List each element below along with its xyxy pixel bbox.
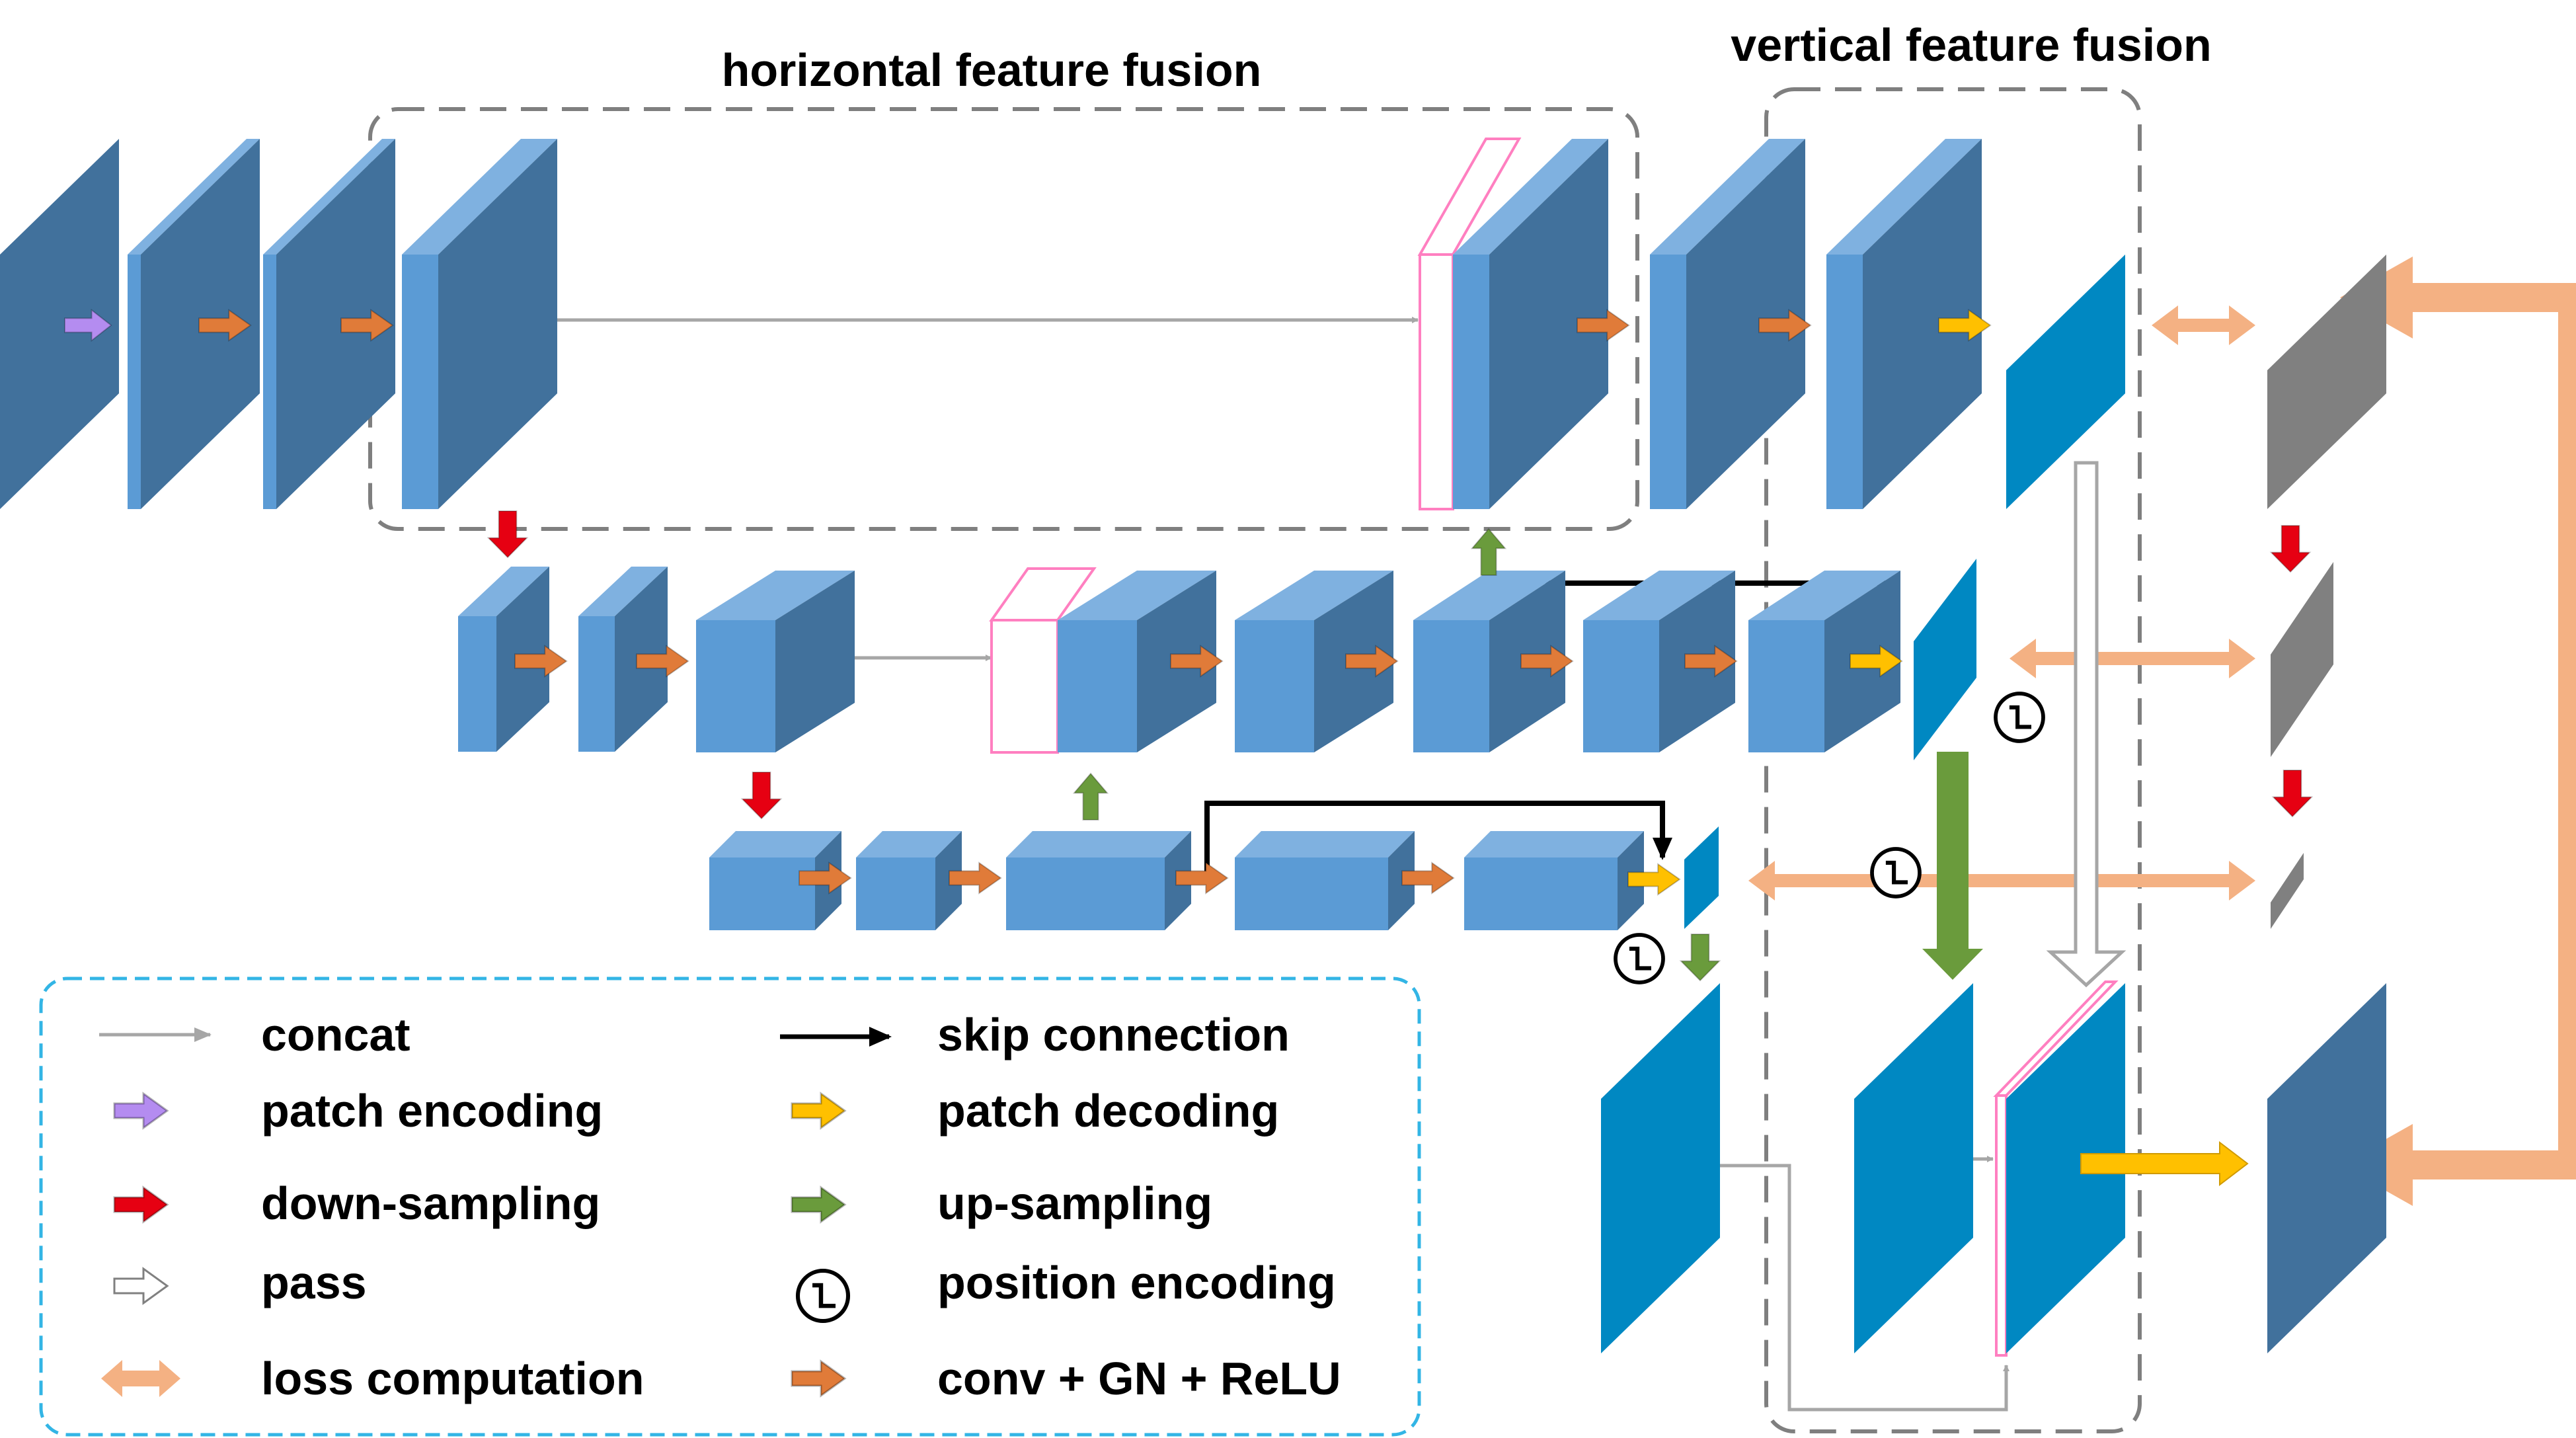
down-sampling-arrow-target-1	[2269, 525, 2312, 573]
conv-legend-icon	[791, 1359, 847, 1398]
up-sampling-arrow-2	[1072, 772, 1109, 820]
conv-arrow-8	[1345, 645, 1399, 678]
level2-block-8	[1748, 571, 1900, 752]
conv-arrow-9	[1520, 645, 1574, 678]
concat-outline-level2	[989, 567, 1097, 754]
final-output	[2267, 983, 2386, 1353]
skip-connection-level3	[1204, 801, 1672, 879]
level1-target	[2267, 255, 2386, 509]
conv-arrow-2	[340, 309, 394, 342]
legend-label-yellow-arrow: patch decoding	[937, 1085, 1279, 1137]
upsampled-map-level3	[1601, 983, 1720, 1353]
feature-map-blocks	[0, 139, 2386, 1353]
patch-decoding-arrow-level3	[1627, 863, 1681, 896]
loss-arrows	[1748, 257, 2576, 1206]
legend-label-salmon-double-arrow: loss computation	[261, 1353, 644, 1404]
concat-outline-level1	[1417, 138, 1522, 510]
conv-arrow-4	[1758, 309, 1812, 342]
level1-block-5	[1650, 139, 1805, 509]
level3-block-4	[1235, 831, 1415, 930]
level2-block-1	[458, 567, 549, 752]
down-sampling-legend-icon	[113, 1185, 169, 1224]
legend: concat patch encoding down-sampling pass los…	[39, 977, 1421, 1437]
conv-arrow-1	[198, 309, 252, 342]
loss-arrow-level1	[2152, 305, 2255, 345]
vertical-fusion-region	[1764, 87, 2142, 1433]
input-map	[0, 139, 119, 509]
concat-arrow-vertical-fusion	[1679, 1164, 2010, 1412]
legend-label-position-encoding-symbol: position encoding	[937, 1257, 1336, 1308]
operation-arrows	[64, 308, 2314, 982]
level1-block-3	[402, 139, 557, 509]
patch-encoding-legend-icon	[113, 1092, 169, 1130]
level2-output-map	[1914, 559, 1976, 760]
horizontal-fusion-title: horizontal feature fusion	[722, 44, 1262, 96]
conv-arrow-5	[514, 645, 568, 678]
down-sampling-arrow-1	[487, 510, 529, 559]
legend-label-red-arrow: down-sampling	[261, 1178, 600, 1229]
legend-label-white-outline-arrow: pass	[261, 1257, 367, 1308]
loss-arrow-level3	[1748, 861, 2255, 900]
up-sampling-arrow-1	[1470, 528, 1507, 576]
conv-arrow-12	[949, 861, 1002, 895]
legend-label-gray-thin-arrow: concat	[261, 1009, 410, 1060]
level3-block-1	[709, 831, 841, 930]
level3-block-5	[1464, 831, 1644, 930]
patch-decoding-arrow-large	[2080, 1140, 2249, 1187]
level1-block-2	[263, 139, 395, 509]
loss-arrow-level2	[2010, 639, 2255, 678]
legend-label-green-arrow: up-sampling	[937, 1178, 1212, 1229]
patch-encoding-arrow	[64, 308, 112, 342]
level3-block-2	[856, 831, 962, 930]
level2-block-3	[696, 571, 855, 752]
loss-computation-legend-icon	[101, 1360, 180, 1397]
horizontal-fusion-region	[368, 107, 1639, 531]
level1-block-4	[1453, 139, 1608, 509]
legend-label-purple-arrow: patch encoding	[261, 1085, 603, 1137]
level3-block-3	[1006, 831, 1191, 930]
conv-arrow-13	[1175, 861, 1229, 895]
level1-output	[2006, 255, 2125, 509]
patch-decoding-arrow-level1	[1938, 309, 1992, 342]
position-encoding-icon-1	[1994, 692, 2045, 743]
conv-arrow-14	[1401, 861, 1455, 895]
vertical-fusion-title: vertical feature fusion	[1731, 19, 2211, 71]
level2-target	[2271, 562, 2333, 757]
position-encoding-symbols	[1614, 692, 2045, 984]
pass-arrow	[2046, 461, 2127, 988]
legend-label-black-arrow: skip connection	[937, 1009, 1290, 1060]
level3-target	[2271, 853, 2304, 929]
concat-placeholders	[989, 138, 2119, 1357]
conv-arrow-11	[799, 861, 852, 895]
down-sampling-arrow-2	[740, 772, 783, 820]
conv-arrow-3	[1577, 309, 1630, 342]
legend-label-orange-arrow: conv + GN + ReLU	[937, 1353, 1341, 1404]
conv-arrow-10	[1684, 645, 1738, 678]
upsampled-map-level2	[1854, 983, 1973, 1353]
patch-decoding-arrow-level2	[1850, 645, 1903, 678]
position-encoding-legend-icon	[795, 1268, 851, 1324]
down-sampling-arrow-target-2	[2271, 770, 2314, 818]
legend-box	[39, 977, 1421, 1437]
conv-arrow-6	[636, 645, 689, 678]
pass-legend-icon	[113, 1267, 169, 1305]
conv-arrow-7	[1170, 645, 1224, 678]
position-encoding-icon-2	[1870, 847, 1922, 899]
up-sampling-arrow-large	[1922, 752, 1983, 980]
level3-output-map	[1684, 826, 1719, 929]
fused-output	[2006, 983, 2125, 1353]
position-encoding-icon-3	[1614, 933, 1665, 984]
concat-outline-vertical	[1993, 980, 2119, 1357]
up-sampling-legend-icon	[791, 1185, 847, 1224]
level1-block-6	[1826, 139, 1982, 509]
up-sampling-arrow-3	[1679, 934, 1721, 982]
patch-decoding-legend-icon	[791, 1092, 847, 1130]
level2-block-4	[1058, 571, 1216, 752]
